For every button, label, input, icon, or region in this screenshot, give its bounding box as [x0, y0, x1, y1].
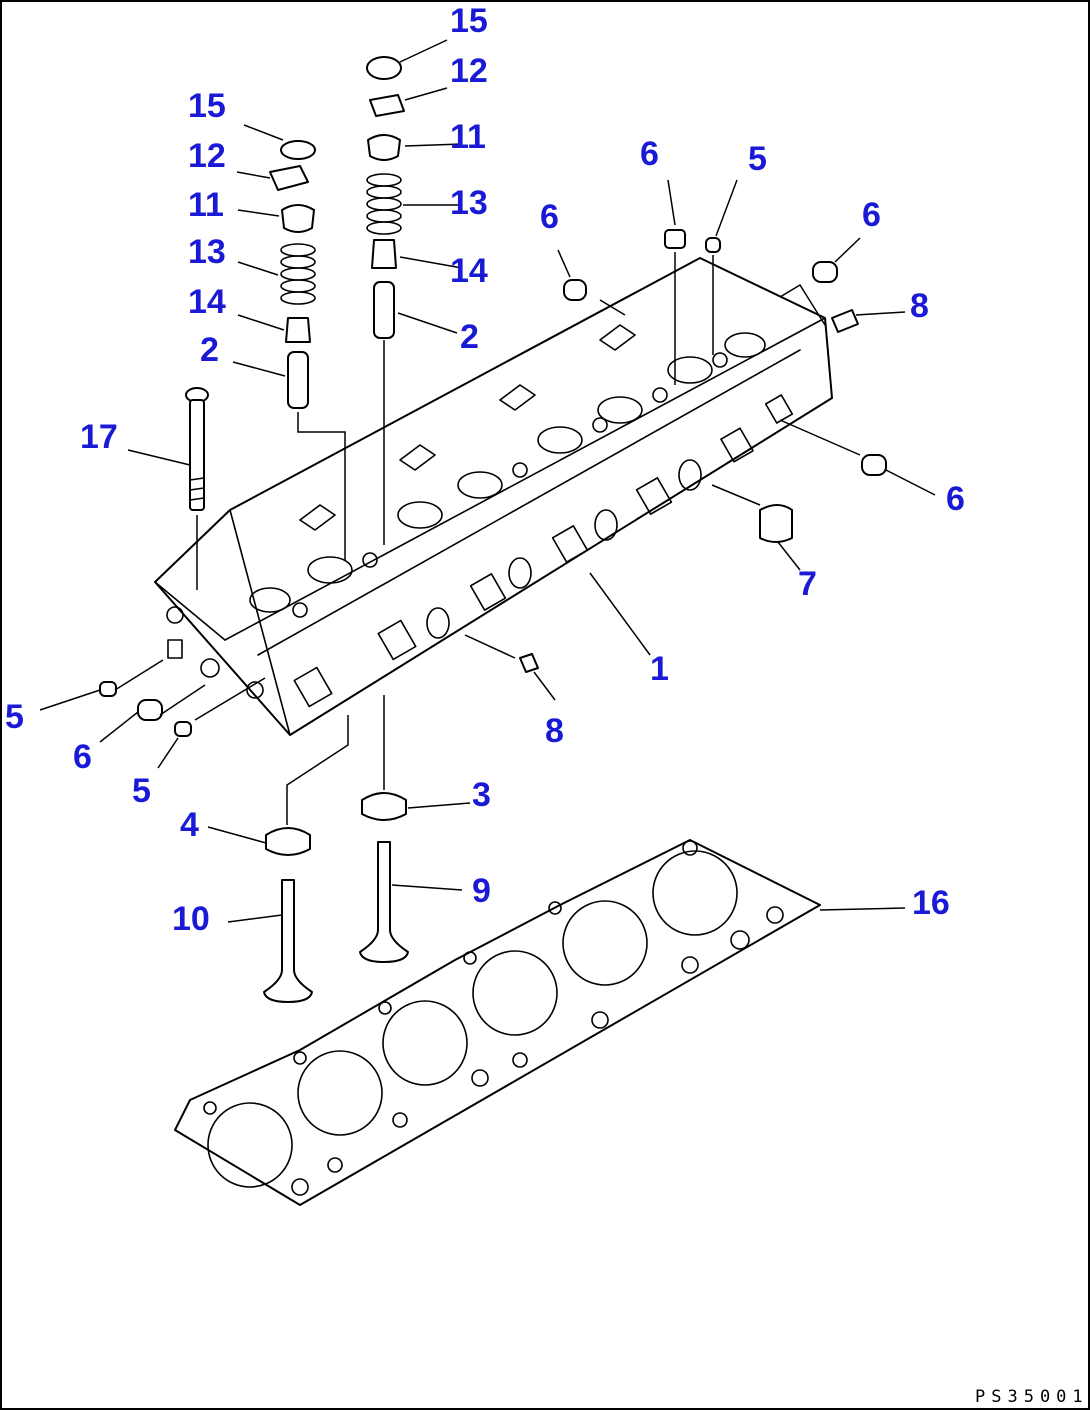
spring-retainer-left [281, 204, 315, 233]
collet-right [369, 94, 405, 117]
valve-train-left [269, 140, 346, 560]
callout-6: 6 [73, 738, 92, 776]
callout-9: 9 [472, 872, 491, 910]
callout-7: 7 [798, 565, 817, 603]
drawing-code: PS35001 [975, 1387, 1089, 1407]
spring-retainer-right [367, 134, 401, 161]
stem-seal-right [371, 239, 397, 269]
callout-16: 16 [912, 884, 950, 922]
callout-3: 3 [472, 776, 491, 814]
callout-8: 8 [910, 287, 929, 325]
plug-6-d [861, 454, 887, 476]
valve-cap-right [366, 56, 402, 80]
callout-17: 17 [80, 418, 118, 456]
callout-11: 11 [450, 118, 486, 156]
callout-6: 6 [862, 196, 881, 234]
intake-valve-9 [359, 841, 409, 963]
valve-seat-4 [265, 827, 311, 856]
callout-15: 15 [450, 2, 488, 40]
plug-5-c [174, 721, 192, 737]
callout-1: 1 [650, 650, 669, 688]
seal-ring-7 [759, 504, 793, 543]
plug-5-a [705, 237, 721, 253]
head-bolt [185, 387, 209, 590]
plug-6-e [137, 699, 163, 721]
callout-5: 5 [5, 698, 24, 736]
callout-6: 6 [946, 480, 965, 518]
exhaust-valve-10 [263, 879, 313, 1003]
callout-labels: 15 12 11 13 14 2 15 12 11 13 14 2 17 6 6… [5, 2, 965, 938]
valve-spring-left [280, 243, 316, 305]
callout-5: 5 [132, 772, 151, 810]
callout-14: 14 [450, 252, 488, 290]
plug-6-c [812, 261, 838, 283]
callout-12: 12 [188, 137, 226, 175]
callout-14: 14 [188, 283, 226, 321]
callout-15: 15 [188, 87, 226, 125]
callout-4: 4 [180, 806, 199, 844]
valve-spring-right [366, 173, 402, 235]
valve-guide-left [287, 351, 309, 409]
leader-lines [39, 39, 936, 923]
callout-13: 13 [450, 184, 488, 222]
fitting-8-b [519, 653, 539, 673]
cylinder-head-top-details [249, 324, 766, 618]
plug-6-a [563, 279, 587, 301]
valve-cap-left [280, 140, 316, 160]
fitting-8-a [831, 309, 859, 333]
cylinder-head-side-ports [166, 394, 794, 708]
callout-2: 2 [460, 318, 479, 356]
callout-8: 8 [545, 712, 564, 750]
valves [263, 695, 409, 1003]
cylinder-head [154, 257, 833, 736]
plug-5-b [99, 681, 117, 697]
callout-10: 10 [172, 900, 210, 938]
callout-11: 11 [188, 186, 224, 224]
collet-left [269, 165, 309, 191]
callout-6: 6 [640, 135, 659, 173]
plug-6-b [664, 229, 686, 249]
valve-train-right [366, 56, 405, 545]
head-gasket [174, 839, 821, 1206]
callout-5: 5 [748, 140, 767, 178]
plugs [99, 229, 887, 737]
stem-seal-left [285, 317, 311, 343]
callout-13: 13 [188, 233, 226, 271]
callout-6: 6 [540, 198, 559, 236]
callout-2: 2 [200, 331, 219, 369]
valve-seat-3 [361, 792, 407, 821]
callout-12: 12 [450, 52, 488, 90]
valve-guide-right [373, 281, 395, 339]
